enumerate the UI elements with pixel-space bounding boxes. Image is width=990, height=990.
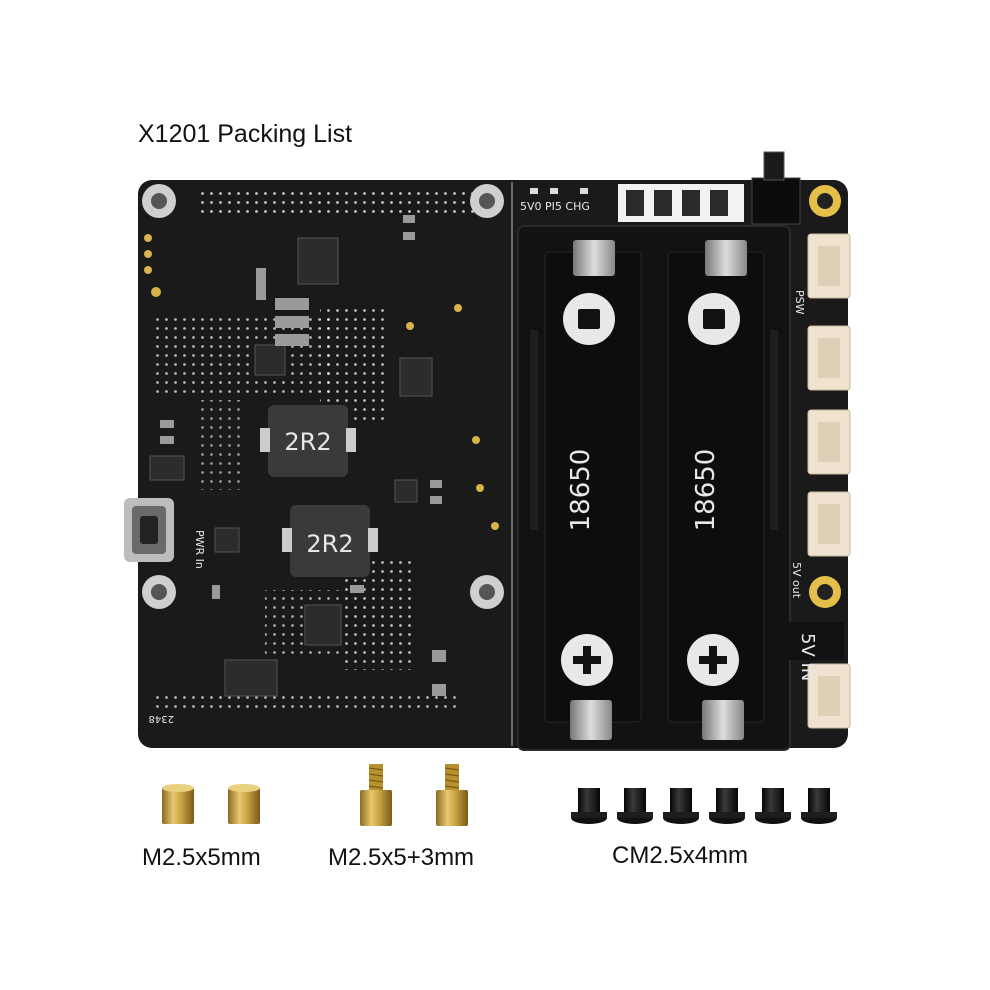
brass-hex-spacer xyxy=(162,784,194,824)
inductor-label: 2R2 xyxy=(284,428,331,456)
five-v-in-label: 5V IN xyxy=(797,633,818,681)
usb-c-port xyxy=(124,498,174,562)
black-screw xyxy=(571,788,607,824)
jst-connector xyxy=(807,233,851,299)
chips xyxy=(149,237,433,697)
brass-standoff xyxy=(360,764,392,826)
mounting-hole xyxy=(809,576,841,608)
brass-hex-spacer xyxy=(228,784,260,824)
jst-connectors xyxy=(807,233,851,729)
cell-size-label: 18650 xyxy=(566,449,596,532)
battery-clip xyxy=(702,700,744,740)
black-screw xyxy=(801,788,837,824)
page-title: X1201 Packing List xyxy=(138,120,353,148)
mounting-hole xyxy=(470,575,504,609)
cell-size-label: 18650 xyxy=(691,449,721,532)
mounting-hole xyxy=(809,185,841,217)
mounting-hole xyxy=(142,184,176,218)
psw-label: PSW xyxy=(793,290,806,315)
five-v-out-label: 5V out xyxy=(790,562,803,599)
plus-marker xyxy=(687,634,739,686)
date-code: 2348 xyxy=(149,713,174,724)
plus-marker xyxy=(561,634,613,686)
black-screw xyxy=(663,788,699,824)
battery-clip xyxy=(705,240,747,276)
inductor xyxy=(282,505,378,577)
fuel-gauge-leds xyxy=(618,184,744,222)
mounting-hole xyxy=(470,184,504,218)
standoff-caption: M2.5x5+3mm xyxy=(328,844,475,871)
mounting-hole xyxy=(142,575,176,609)
battery-clip xyxy=(570,700,612,740)
power-switch xyxy=(751,151,801,225)
jst-connector xyxy=(807,325,851,391)
screw-caption: CM2.5x4mm xyxy=(612,842,749,869)
jst-connector xyxy=(807,409,851,475)
status-led-labels: 5V0 PI5 CHG xyxy=(520,200,590,213)
inductor-label: 2R2 xyxy=(306,530,353,558)
five-v-in-box xyxy=(788,622,844,660)
black-screw xyxy=(755,788,791,824)
inductor xyxy=(260,405,356,477)
test-pads xyxy=(144,234,499,530)
passives xyxy=(160,215,446,696)
battery-clip xyxy=(573,240,615,276)
minus-marker xyxy=(563,293,615,345)
pwr-in-label: PWR In xyxy=(193,530,206,569)
brass-standoff xyxy=(436,764,468,826)
black-screw xyxy=(617,788,653,824)
spacer-caption: M2.5x5mm xyxy=(142,844,261,871)
jst-connector xyxy=(807,663,851,729)
minus-marker xyxy=(688,293,740,345)
battery-holder: 18650 18650 xyxy=(517,225,791,751)
jst-connector xyxy=(807,491,851,557)
black-screw xyxy=(709,788,745,824)
status-leds xyxy=(530,188,588,194)
